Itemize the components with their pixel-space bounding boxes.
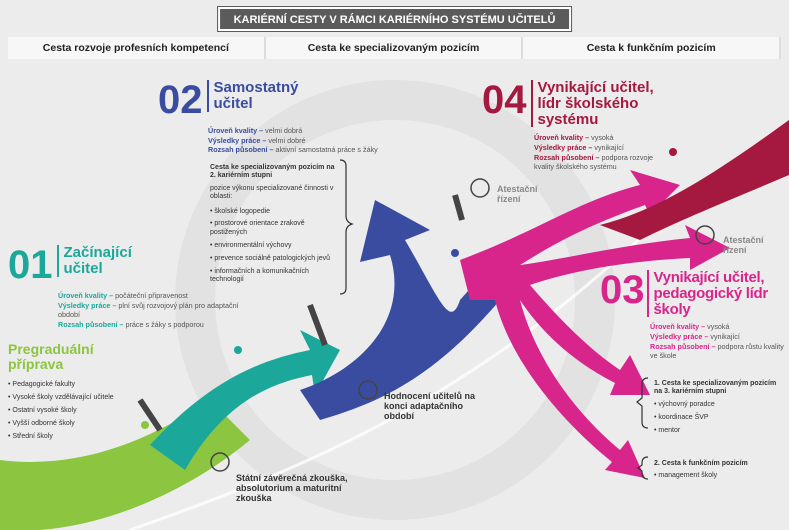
arrow-blue <box>300 200 500 420</box>
value: velmi dobré <box>268 135 306 145</box>
column-header: Cesta ke specializovaným pozicím <box>265 37 524 59</box>
list-item: Střední školy <box>8 433 148 441</box>
stage-title: Samostatný učitel <box>206 80 299 112</box>
label: Rozsah působení – <box>58 320 124 330</box>
label: Úroveň kvality – <box>650 322 706 332</box>
list-item: mentor <box>654 427 784 435</box>
label: Výsledky práce – <box>534 142 593 152</box>
list-item: Pedagogické fakulty <box>8 381 148 389</box>
value: vynikající <box>710 331 740 341</box>
label: Rozsah působení – <box>208 145 274 155</box>
list-item: prostorové orientace zrakově postižených <box>210 220 338 237</box>
milestone-attestation-2: Atestační řízení <box>723 235 764 255</box>
stage-02-specializations: Cesta ke specializovaným pozicím na 2. k… <box>210 164 338 289</box>
column-header: Cesta rozvoje profesních kompetencí <box>8 37 266 59</box>
list-item: Vysoké školy vzdělávající učitele <box>8 394 148 402</box>
stage-title: Začínající učitel <box>56 245 137 277</box>
spec-title: Cesta ke specializovaným pozicím na 2. k… <box>210 164 335 180</box>
milestone-state-exam: Státní závěrečná zkouška, absolutorium a… <box>236 473 348 503</box>
list-item: školské logopedie <box>210 208 338 216</box>
value: velmi dobrá <box>265 126 303 135</box>
list-item: informačních a komunikačních technologií <box>210 268 338 285</box>
value: vynikající <box>594 142 624 152</box>
lightbulb-icons <box>210 178 715 472</box>
value: počáteční připravenost <box>115 291 188 300</box>
stage-03-path-1: 1. Cesta ke specializovaným pozicím na 3… <box>654 380 784 439</box>
column-headers: Cesta rozvoje profesních kompetencí Cest… <box>8 37 782 59</box>
value: podpora rozvoje kvality školského systém… <box>534 152 654 172</box>
value: práce s žáky s podporou <box>125 320 204 330</box>
value: vysoká <box>707 322 730 332</box>
list-item: koordinace ŠVP <box>654 414 784 422</box>
label: Úroveň kvality – <box>58 291 114 300</box>
milestone-attestation-1: Atestační řízení <box>497 184 538 204</box>
label: Výsledky práce – <box>208 135 267 145</box>
page-title: KARIÉRNÍ CESTY V RÁMCI KARIÉRNÍHO SYSTÉM… <box>216 6 573 32</box>
arrow-darkred <box>600 120 789 240</box>
stage-number: 01 <box>8 243 53 287</box>
value: aktivní samostatná práce s žáky <box>275 145 378 155</box>
value: plní svůj rozvojový plán pro adaptační o… <box>58 300 239 320</box>
pregradual-preparation: Pregraduální příprava Pedagogické fakult… <box>8 342 148 446</box>
label: Úroveň kvality – <box>534 133 590 143</box>
stage-number: 02 <box>158 78 203 122</box>
spec-intro: pozice výkonu specializované činnosti v … <box>210 184 334 201</box>
stage-title: Vynikající učitel, pedagogický lídr škol… <box>646 270 787 318</box>
list-item: management školy <box>654 472 784 480</box>
value: vysoká <box>591 133 614 143</box>
bracket-03b <box>637 456 649 480</box>
bracket-03a <box>636 377 649 429</box>
stage-title: Vynikající učitel, lídr školského systém… <box>530 80 681 128</box>
label: Úroveň kvality – <box>208 126 264 135</box>
list-item: Vyšší odborné školy <box>8 420 148 428</box>
arrow-magenta <box>460 170 730 478</box>
label: Výsledky práce – <box>58 300 117 310</box>
list-item: Ostatní vysoké školy <box>8 407 148 415</box>
list-item: prevence sociálně patologických jevů <box>210 255 338 263</box>
path-title: 1. Cesta ke specializovaným pozicím na 3… <box>654 380 777 396</box>
stage-03-path-2: 2. Cesta k funkčním pozicím management š… <box>654 460 784 485</box>
road-line <box>129 198 682 530</box>
path-title: 2. Cesta k funkčním pozicím <box>654 460 748 467</box>
bracket-02 <box>339 159 354 295</box>
list-item: výchovný poradce <box>654 401 784 409</box>
label: Rozsah působení – <box>534 152 600 162</box>
milestone-markers <box>137 194 465 432</box>
list-item: environmentální výchovy <box>210 242 338 250</box>
pregradual-title: Pregraduální příprava <box>8 341 94 372</box>
stage-number: 03 <box>600 268 645 312</box>
label: Rozsah působení – <box>650 341 716 351</box>
milestone-evaluation: Hodnocení učitelů na konci adaptačního o… <box>384 391 476 421</box>
stage-number: 04 <box>482 78 527 122</box>
label: Výsledky práce – <box>650 331 709 341</box>
arrow-teal <box>150 330 340 470</box>
column-header: Cesta k funkčním pozicím <box>523 37 782 59</box>
bulb-watermark <box>175 80 615 520</box>
value: podpora růstu kvality ve škole <box>650 341 784 361</box>
